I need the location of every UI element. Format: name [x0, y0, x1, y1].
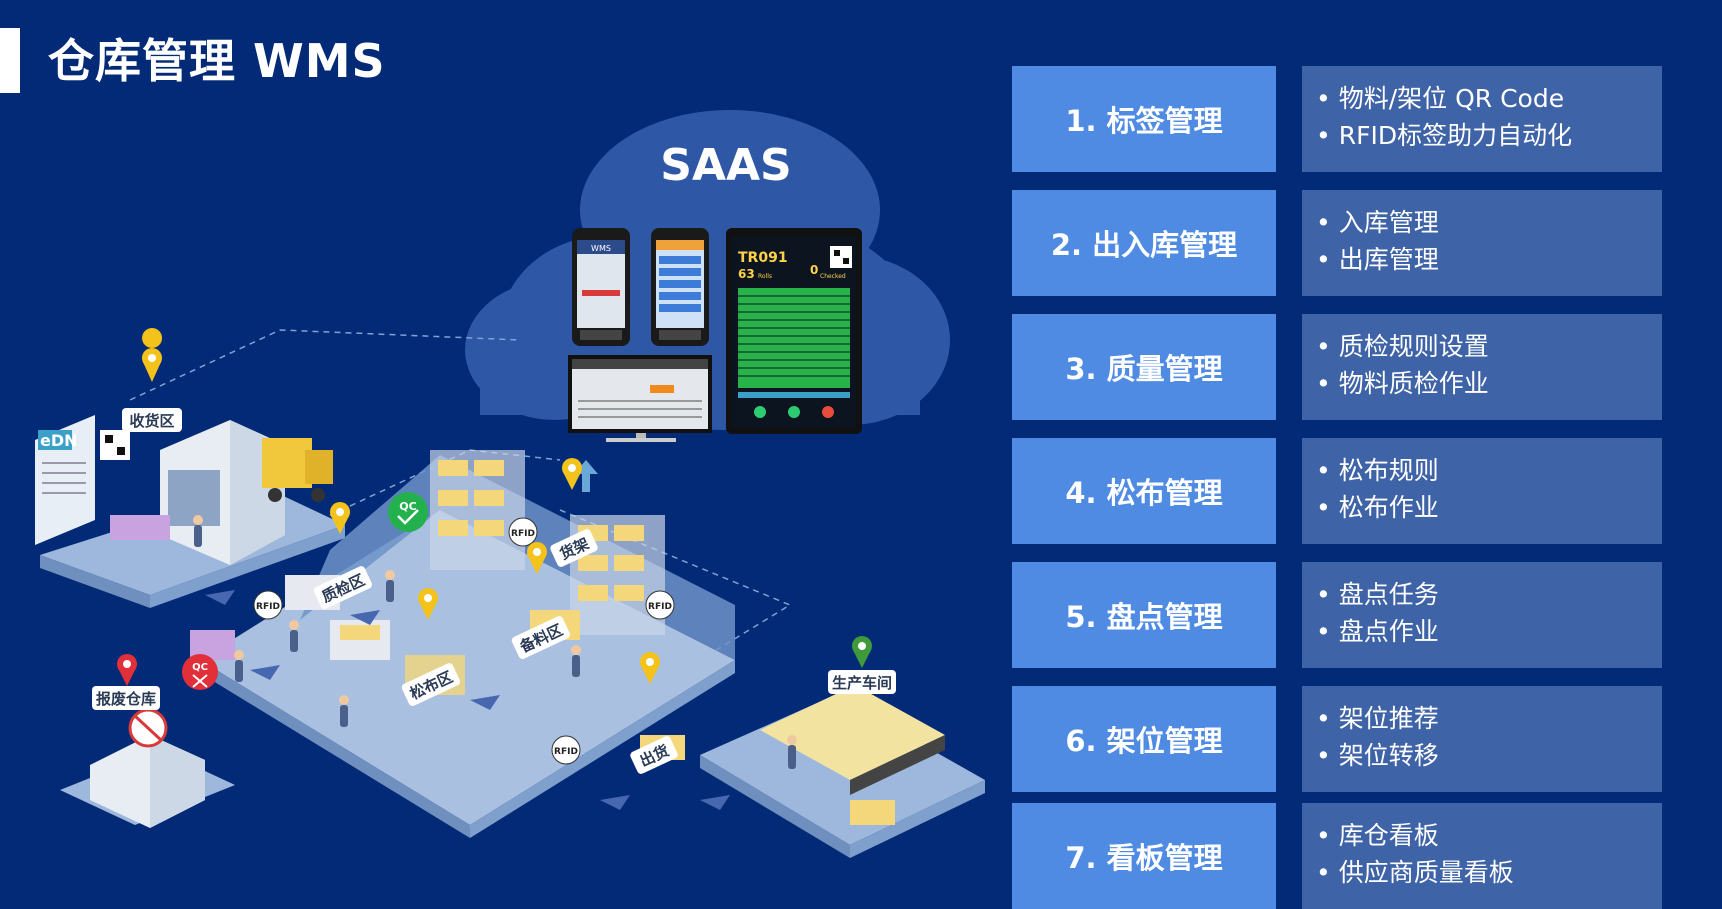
tablet-count-unit: Rolls — [758, 273, 772, 280]
floor-arrows — [205, 590, 730, 810]
feature-item: 盘点任务 — [1316, 576, 1662, 613]
feature-row-3: 3. 质量管理 质检规则设置 物料质检作业 — [1012, 314, 1664, 420]
feature-label-7: 7. 看板管理 — [1012, 803, 1276, 909]
feature-desc-2: 入库管理 出库管理 — [1302, 190, 1662, 296]
tablet-checked: 0 — [810, 263, 818, 277]
workers — [193, 515, 797, 769]
feature-desc-7: 库仓看板 供应商质量看板 — [1302, 803, 1662, 909]
feature-item: 供应商质量看板 — [1316, 854, 1662, 891]
feature-label-3: 3. 质量管理 — [1012, 314, 1276, 420]
edn-label: eDN — [40, 431, 78, 450]
feature-row-2: 2. 出入库管理 入库管理 出库管理 — [1012, 190, 1664, 296]
receiving-dock — [110, 420, 333, 565]
feature-item: 质检规则设置 — [1316, 328, 1662, 365]
feature-desc-6: 架位推荐 架位转移 — [1302, 686, 1662, 792]
feature-item: RFID标签助力自动化 — [1316, 117, 1662, 154]
qc-fail-badge: QC — [182, 654, 218, 690]
pin-scrap: 报废仓库 — [92, 654, 160, 710]
feature-item: 架位推荐 — [1316, 700, 1662, 737]
rfid-label-1: RFID — [256, 602, 280, 612]
feature-item: 库仓看板 — [1316, 817, 1662, 854]
workshop-cutting-table — [760, 685, 945, 825]
feature-row-5: 5. 盘点管理 盘点任务 盘点作业 — [1012, 562, 1664, 668]
rfid-label-3: RFID — [648, 602, 672, 612]
feature-label-1: 1. 标签管理 — [1012, 66, 1276, 172]
feature-desc-3: 质检规则设置 物料质检作业 — [1302, 314, 1662, 420]
desktop-monitor — [568, 355, 712, 442]
feature-row-7: 7. 看板管理 库仓看板 供应商质量看板 — [1012, 803, 1664, 909]
storage-shelves — [430, 450, 665, 635]
zone-label-workshop: 生产车间 — [832, 674, 892, 692]
feature-label-2: 2. 出入库管理 — [1012, 190, 1276, 296]
feature-desc-1: 物料/架位 QR Code RFID标签助力自动化 — [1302, 66, 1662, 172]
scrap-warehouse-building — [90, 708, 205, 828]
tablet-checked-label: Checked — [820, 273, 846, 280]
zone-label-scrap: 报废仓库 — [96, 690, 156, 708]
page-title: 仓库管理 WMS — [48, 34, 386, 88]
feature-item: 盘点作业 — [1316, 613, 1662, 650]
feature-row-6: 6. 架位管理 架位推荐 架位转移 — [1012, 686, 1664, 792]
feature-item: 松布规则 — [1316, 452, 1662, 489]
rfid-tags: RFID RFID RFID RFID — [253, 517, 675, 765]
feature-item: 物料/架位 QR Code — [1316, 80, 1662, 117]
pin-shipping: 出货 — [630, 652, 678, 774]
pin-receiving: 收货区 — [122, 328, 182, 432]
feature-desc-4: 松布规则 松布作业 — [1302, 438, 1662, 544]
pin-shelf: 货架 — [550, 458, 598, 567]
feature-desc-5: 盘点任务 盘点作业 — [1302, 562, 1662, 668]
edn-document: eDN — [35, 415, 130, 545]
warehouse-illustration: SAAS WMS TR091 63 Rolls — [35, 110, 985, 858]
feature-label-4: 4. 松布管理 — [1012, 438, 1276, 544]
handheld-device-1: WMS — [572, 228, 630, 346]
feature-item: 松布作业 — [1316, 489, 1662, 526]
title-accent-bar — [0, 28, 20, 93]
cloud-label: SAAS — [660, 140, 791, 191]
rfid-label-2: RFID — [511, 529, 535, 539]
tablet-board: TR091 63 Rolls 0 Checked — [726, 228, 862, 434]
rfid-label-4: RFID — [554, 747, 578, 757]
feature-item: 物料质检作业 — [1316, 365, 1662, 402]
tablet-code: TR091 — [738, 250, 788, 266]
zone-label-receiving: 收货区 — [129, 412, 174, 430]
tablet-count: 63 — [738, 267, 755, 281]
pin-workshop: 生产车间 — [828, 636, 896, 694]
feature-item: 入库管理 — [1316, 204, 1662, 241]
feature-item: 出库管理 — [1316, 241, 1662, 278]
feature-label-6: 6. 架位管理 — [1012, 686, 1276, 792]
qc-pass-badge: QC — [388, 492, 428, 532]
feature-row-1: 1. 标签管理 物料/架位 QR Code RFID标签助力自动化 — [1012, 66, 1664, 172]
phone-title: WMS — [591, 244, 611, 253]
qc-fail-label: QC — [192, 662, 208, 673]
feature-item: 架位转移 — [1316, 737, 1662, 774]
feature-label-5: 5. 盘点管理 — [1012, 562, 1276, 668]
qc-pass-label: QC — [399, 500, 416, 513]
feature-row-4: 4. 松布管理 松布规则 松布作业 — [1012, 438, 1664, 544]
handheld-device-2 — [651, 228, 709, 346]
